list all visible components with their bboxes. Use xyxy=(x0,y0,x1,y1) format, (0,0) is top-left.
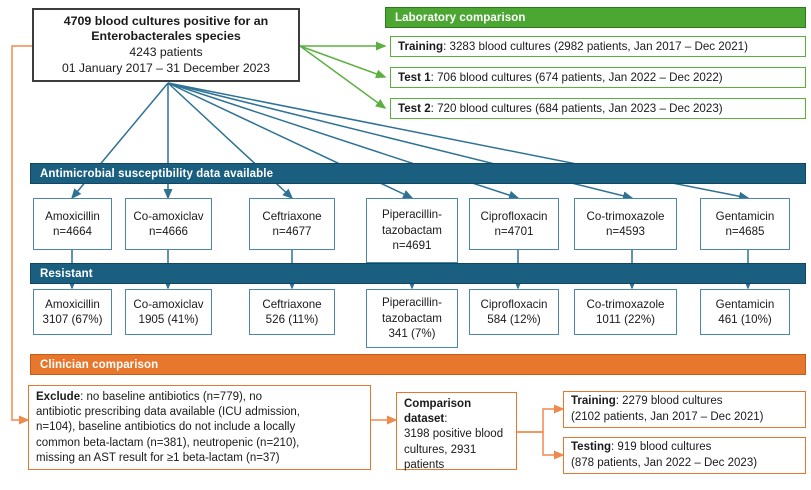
exclude-label: Exclude xyxy=(36,391,81,403)
susceptibility-pip-tazo-name2: tazobactam xyxy=(382,223,442,237)
lab-row-test1-text: : 706 blood cultures (674 patients, Jan … xyxy=(430,70,723,84)
susceptibility-box-piperacillin-tazobactam: Piperacillin- tazobactam n=4691 xyxy=(366,198,458,263)
lab-row-training-text: : 3283 blood cultures (2982 patients, Ja… xyxy=(443,39,748,53)
susceptibility-gentamicin-name: Gentamicin xyxy=(715,209,775,223)
susceptibility-amoxicillin-value: n=4664 xyxy=(52,225,92,238)
comparison-dataset-label: Comparison dataset xyxy=(404,398,472,426)
susceptibility-box-amoxicillin: Amoxicillin n=4664 xyxy=(33,198,112,250)
lab-row-test1: Test 1: 706 blood cultures (674 patients… xyxy=(390,67,806,88)
comparison-dataset-line4: patients xyxy=(404,458,445,471)
resistant-box-co-amoxiclav: Co-amoxiclav 1905 (41%) xyxy=(125,289,212,335)
top-cohort-line3: 4243 patients xyxy=(129,45,203,59)
clinician-comparison-header: Clinician comparison xyxy=(30,354,806,375)
exclude-box: Exclude: no baseline antibiotics (n=779)… xyxy=(28,385,371,470)
resistant-box-piperacillin-tazobactam: Piperacillin- tazobactam 341 (7%) xyxy=(366,289,458,348)
exclude-line1: : no baseline antibiotics (n=779), no xyxy=(80,391,262,403)
clinician-training-line1: : 2279 blood cultures xyxy=(615,395,723,408)
resistant-gentamicin-name: Gentamicin xyxy=(715,297,775,311)
clinician-training-line2: (2102 patients, Jan 2017 – Dec 2021) xyxy=(571,410,764,423)
connector-clinician-path xyxy=(11,45,32,425)
resistant-box-ceftriaxone: Ceftriaxone 526 (11%) xyxy=(249,289,335,335)
susceptibility-box-co-amoxiclav: Co-amoxiclav n=4666 xyxy=(125,198,212,250)
resistant-co-trimoxazole-name: Co-trimoxazole xyxy=(586,297,665,311)
resistant-amoxicillin-name: Amoxicillin xyxy=(45,297,100,311)
resistant-box-amoxicillin: Amoxicillin 3107 (67%) xyxy=(33,289,112,335)
resistant-amoxicillin-value: 3107 (67%) xyxy=(42,313,103,326)
lab-row-test2-label: Test 2 xyxy=(398,101,431,115)
resistant-co-amoxiclav-name: Co-amoxiclav xyxy=(133,297,204,311)
resistant-ciprofloxacin-name: Ciprofloxacin xyxy=(480,297,548,311)
clinician-split-training: Training: 2279 blood cultures (2102 pati… xyxy=(563,391,806,428)
susceptibility-ceftriaxone-value: n=4677 xyxy=(272,225,312,238)
exclude-line4: common beta-lactam (n=381), neutropenic … xyxy=(36,436,300,449)
clinician-split-testing: Testing: 919 blood cultures (878 patient… xyxy=(563,437,806,474)
resistant-co-trimoxazole-value: 1011 (22%) xyxy=(595,313,656,326)
resistant-box-ciprofloxacin: Ciprofloxacin 584 (12%) xyxy=(469,289,559,335)
resistant-gentamicin-value: 461 (10%) xyxy=(718,313,772,326)
resistant-pip-tazo-name2: tazobactam xyxy=(382,311,442,325)
laboratory-comparison-header: Laboratory comparison xyxy=(385,7,806,28)
exclude-line2: antibiotic prescribing data available (I… xyxy=(36,406,300,419)
resistant-pip-tazo-value: 341 (7%) xyxy=(388,327,436,341)
resistant-co-amoxiclav-value: 1905 (41%) xyxy=(138,313,199,326)
resistant-ceftriaxone-name: Ceftriaxone xyxy=(262,297,322,311)
susceptibility-box-ceftriaxone: Ceftriaxone n=4677 xyxy=(249,198,335,250)
susceptibility-co-trimoxazole-value: n=4593 xyxy=(605,225,645,238)
connector-dataset-splits xyxy=(517,404,565,460)
lab-row-training-label: Training xyxy=(398,39,444,53)
susceptibility-box-ciprofloxacin: Ciprofloxacin n=4701 xyxy=(469,198,559,250)
top-cohort-line2: Enterobacterales species xyxy=(91,29,241,43)
resistant-ceftriaxone-value: 526 (11%) xyxy=(265,313,319,326)
susceptibility-pip-tazo-name: Piperacillin- xyxy=(382,208,442,222)
clinician-training-label: Training xyxy=(571,395,616,408)
susceptibility-co-trimoxazole-name: Co-trimoxazole xyxy=(586,209,665,223)
top-cohort-line1: 4709 blood cultures positive for an xyxy=(63,14,269,28)
resistant-box-co-trimoxazole: Co-trimoxazole 1011 (22%) xyxy=(574,289,677,335)
comparison-dataset-line3: cultures, 2931 xyxy=(404,443,477,456)
top-cohort-line4: 01 January 2017 – 31 December 2023 xyxy=(61,61,270,75)
susceptibility-co-amoxiclav-name: Co-amoxiclav xyxy=(133,209,204,223)
lab-row-test2: Test 2: 720 blood cultures (684 patients… xyxy=(390,98,806,119)
top-cohort-box: 4709 blood cultures positive for an Ente… xyxy=(32,8,300,82)
lab-row-test1-label: Test 1 xyxy=(398,70,431,84)
comparison-dataset-box: Comparison dataset: 3198 positive blood … xyxy=(396,392,517,471)
resistant-ciprofloxacin-value: 584 (12%) xyxy=(487,313,541,326)
connector-lab-fan xyxy=(299,41,387,109)
susceptibility-ciprofloxacin-value: n=4701 xyxy=(494,225,534,238)
susceptibility-ceftriaxone-name: Ceftriaxone xyxy=(262,209,322,223)
comparison-dataset-colon: : xyxy=(444,413,448,426)
susceptibility-ciprofloxacin-name: Ciprofloxacin xyxy=(480,209,548,223)
susceptibility-gentamicin-value: n=4685 xyxy=(725,225,765,238)
resistant-box-gentamicin: Gentamicin 461 (10%) xyxy=(700,289,790,335)
susceptibility-co-amoxiclav-value: n=4666 xyxy=(148,225,188,238)
clinician-testing-line1: : 919 blood cultures xyxy=(611,441,712,454)
clinician-testing-line2: (878 patients, Jan 2022 – Dec 2023) xyxy=(571,456,758,469)
susceptibility-pip-tazo-value: n=4691 xyxy=(392,239,432,253)
lab-row-test2-text: : 720 blood cultures (684 patients, Jan … xyxy=(430,101,723,115)
clinician-testing-label: Testing xyxy=(571,441,612,454)
susceptibility-box-co-trimoxazole: Co-trimoxazole n=4593 xyxy=(574,198,677,250)
resistant-pip-tazo-name: Piperacillin- xyxy=(382,296,442,310)
susceptibility-box-gentamicin: Gentamicin n=4685 xyxy=(700,198,790,250)
susceptibility-header: Antimicrobial susceptibility data availa… xyxy=(30,163,806,184)
exclude-line5: missing an AST result for ≥1 beta-lactam… xyxy=(36,451,280,464)
susceptibility-amoxicillin-name: Amoxicillin xyxy=(45,209,100,223)
lab-row-training: Training: 3283 blood cultures (2982 pati… xyxy=(390,36,806,57)
resistant-header: Resistant xyxy=(30,263,806,284)
exclude-line3: n=104), baseline antibiotics do not incl… xyxy=(36,421,296,434)
comparison-dataset-line2: 3198 positive blood xyxy=(404,428,504,441)
